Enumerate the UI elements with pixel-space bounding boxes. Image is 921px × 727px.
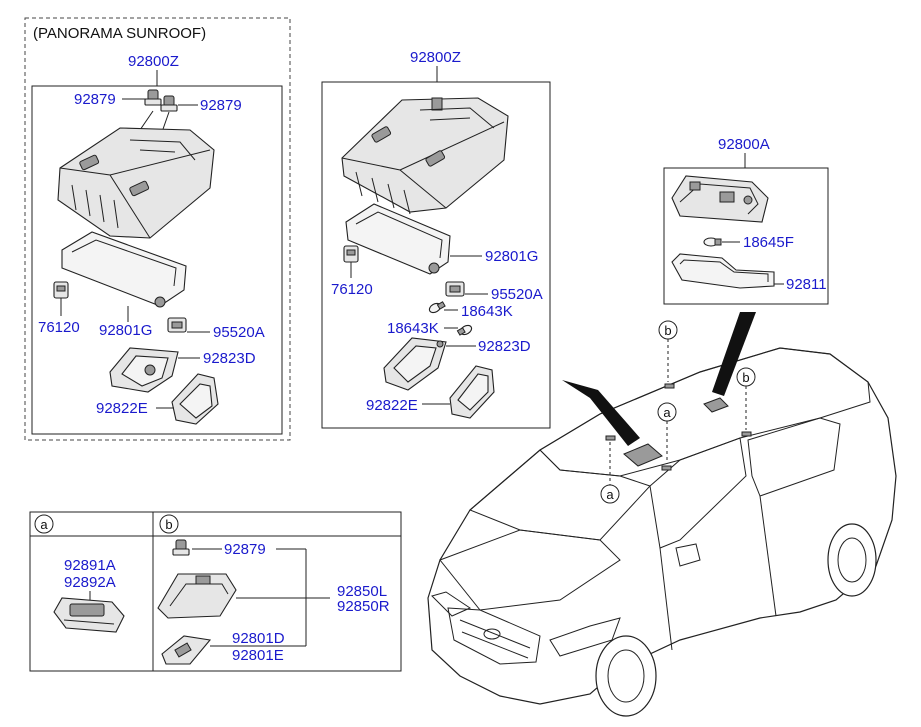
left-bulb-a-shape (144, 89, 162, 106)
car-headlight-left (431, 591, 472, 617)
center-assembly-label: 92800Z (410, 49, 461, 66)
car-front-wheel (595, 635, 657, 717)
center-group: 92800Z 92801G 76120 (321, 49, 551, 429)
car-rear-window (747, 417, 841, 497)
car-callout-a-upper: a (657, 402, 677, 464)
table-callout-b-circle (159, 514, 179, 534)
center-lamp-d-shape (383, 337, 447, 391)
right-lamp-housing (671, 175, 769, 223)
car-callout-b-right-text: b (742, 370, 749, 385)
center-bulb-a-label: 18643K (461, 303, 513, 320)
left-sensor-label: 95520A (213, 324, 265, 341)
panorama-sunroof-group: (PANORAMA SUNROOF) 92800Z 92879 92879 (24, 17, 291, 441)
roof-mark-a-lower (661, 465, 672, 471)
vehicle-illustration (427, 347, 897, 717)
center-lamp-e-shape (449, 365, 495, 419)
left-connector-label: 76120 (38, 319, 80, 336)
roof-mark-a-upper (605, 435, 616, 441)
callout-table: a b 92891A 92892A 92879 92850L 92850R (29, 511, 402, 672)
car-grille-bars (459, 619, 531, 659)
left-lamp-d-label: 92823D (203, 350, 256, 367)
table-callout-a-circle (34, 514, 54, 534)
panorama-group-border (24, 17, 291, 441)
table-a-label-2: 92892A (64, 574, 116, 591)
car-callout-a-upper-text: a (663, 405, 671, 420)
right-lens-shape (671, 253, 775, 289)
table-b-lamp-shape (157, 573, 237, 619)
left-bulb-b-shape (160, 95, 178, 112)
left-sensor-shape (167, 317, 187, 333)
rear-lamp-pointer-arrow (712, 312, 756, 396)
left-assembly-label: 92800Z (128, 53, 179, 70)
car-callout-b-left: b (658, 320, 678, 382)
table-a-label-1: 92891A (64, 557, 116, 574)
roof-mark-b-right (741, 431, 752, 437)
table-b-bulb-label: 92879 (224, 541, 266, 558)
table-b-lamp-label-1: 92850L (337, 583, 387, 600)
left-console-housing (57, 127, 215, 239)
left-lamp-e-label: 92822E (96, 400, 148, 417)
car-front-rim (607, 649, 645, 703)
left-bulb-a-drop (139, 110, 154, 131)
right-lens-label: 92811 (786, 276, 827, 293)
table-callout-a: a (40, 517, 48, 532)
table-a-lamp-shape (53, 597, 125, 633)
left-lens-shape (61, 231, 187, 308)
car-body (427, 347, 897, 705)
table-callout-b: b (165, 517, 172, 532)
car-door-line-2 (759, 495, 777, 617)
table-b-bulb-shape (172, 539, 190, 556)
car-callout-a-lower-text: a (606, 487, 614, 502)
center-lens-shape (345, 203, 451, 275)
left-lens-label: 92801G (99, 322, 152, 339)
car-door-line-1 (659, 547, 673, 651)
table-b-lens-label-2: 92801E (232, 647, 284, 664)
table-border (29, 511, 402, 672)
center-bulb-b-label: 18643K (387, 320, 439, 337)
left-lamp-d-shape (109, 347, 179, 393)
table-b-lens-shape (161, 635, 212, 665)
center-connector-shape (343, 245, 359, 263)
table-b-lens-label-1: 92801D (232, 630, 285, 647)
center-lens-label: 92801G (485, 248, 538, 265)
car-callout-b-left-text: b (664, 323, 671, 338)
center-sensor-label: 95520A (491, 286, 543, 303)
center-assembly-box (321, 81, 551, 429)
left-bulb-b-label: 92879 (200, 97, 242, 114)
right-assembly-label: 92800A (718, 136, 770, 153)
car-emblem (483, 628, 501, 640)
center-connector-label: 76120 (331, 281, 373, 298)
roof-console-mark (623, 443, 663, 467)
right-bulb-shape (703, 237, 722, 247)
left-bulb-a-label: 92879 (74, 91, 116, 108)
center-bulb-b-shape (456, 324, 473, 336)
car-callout-a-lower: a (600, 442, 620, 504)
roof-rear-lamp-mark (703, 397, 729, 413)
right-assembly-box (663, 167, 829, 305)
car-rear-rim (837, 537, 867, 583)
car-headlight-right (549, 617, 621, 657)
right-group: 92800A 18645F 92811 (663, 136, 829, 305)
car-grille (447, 607, 541, 665)
roof-mark-b-left (664, 383, 675, 389)
panorama-pointer-arrow (562, 380, 640, 446)
car-mirror (675, 543, 701, 567)
section-title: (PANORAMA SUNROOF) (33, 25, 206, 42)
right-bulb-label: 18645F (743, 234, 794, 251)
center-bulb-a-shape (428, 301, 446, 314)
center-sensor-shape (445, 281, 465, 297)
car-rear-wheel (827, 523, 877, 597)
left-bulb-b-drop (161, 111, 170, 133)
center-lamp-d-label: 92823D (478, 338, 531, 355)
center-console-housing (341, 97, 509, 215)
center-lamp-e-label: 92822E (366, 397, 418, 414)
car-callout-b-right: b (736, 367, 756, 430)
table-b-lamp-label-2: 92850R (337, 598, 390, 615)
left-lamp-e-shape (171, 373, 219, 425)
left-connector-shape (53, 281, 69, 299)
